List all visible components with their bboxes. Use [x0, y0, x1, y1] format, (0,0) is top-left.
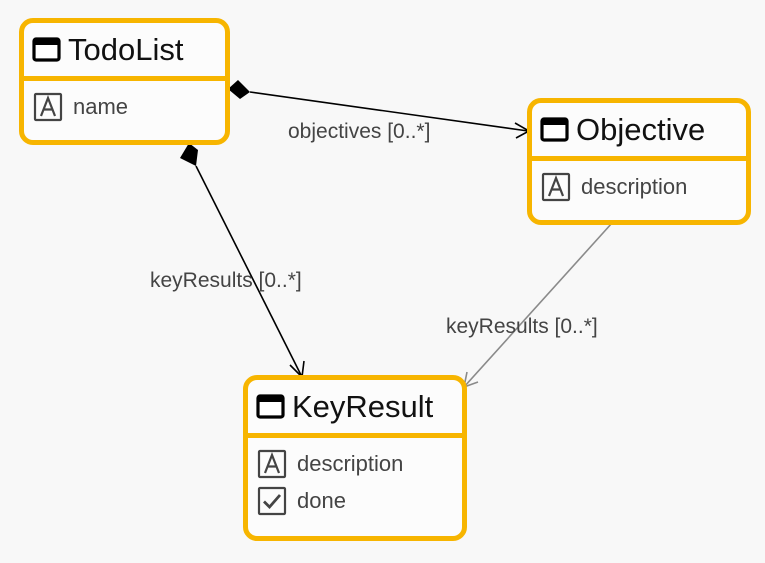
edge-label-objective-keyresults: keyResults [0..*]	[446, 315, 598, 338]
attribute-name: description	[581, 173, 688, 199]
attribute-list: description done	[248, 438, 462, 519]
composition-diamond	[180, 143, 198, 166]
attribute-name: done	[297, 487, 346, 513]
checkbox-attribute-icon	[257, 486, 287, 516]
class-title: TodoList	[68, 31, 184, 67]
class-title: Objective	[576, 111, 706, 147]
class-icon	[540, 117, 569, 142]
attribute-list: description	[532, 161, 746, 205]
class-node-todolist[interactable]: TodoList name	[19, 18, 230, 145]
text-attribute-icon	[541, 172, 571, 202]
class-node-objective[interactable]: Objective description	[527, 98, 751, 225]
edge-todolist-keyresults[interactable]: keyResults [0..*]	[150, 143, 305, 379]
edge-label-objectives: objectives [0..*]	[288, 120, 430, 143]
edge-objective-keyresults[interactable]: keyResults [0..*]	[446, 222, 613, 389]
attribute-row[interactable]: name	[24, 88, 225, 125]
class-icon	[256, 394, 285, 419]
edge-label-keyresults: keyResults [0..*]	[150, 269, 302, 292]
attribute-row[interactable]: description	[248, 445, 462, 482]
edge-objectives[interactable]: objectives [0..*]	[228, 80, 531, 143]
class-header: KeyResult	[248, 380, 462, 438]
attribute-name: description	[297, 450, 404, 476]
class-header: Objective	[532, 103, 746, 161]
attribute-row[interactable]: done	[248, 482, 462, 519]
class-icon	[32, 37, 61, 62]
class-header: TodoList	[24, 23, 225, 81]
attribute-row[interactable]: description	[532, 168, 746, 205]
attribute-name: name	[73, 93, 129, 119]
attribute-list: name	[24, 81, 225, 125]
text-attribute-icon	[257, 449, 287, 479]
composition-diamond	[228, 80, 250, 99]
text-attribute-icon	[33, 92, 63, 122]
class-title: KeyResult	[292, 388, 434, 424]
class-node-keyresult[interactable]: KeyResult description done	[243, 375, 467, 541]
